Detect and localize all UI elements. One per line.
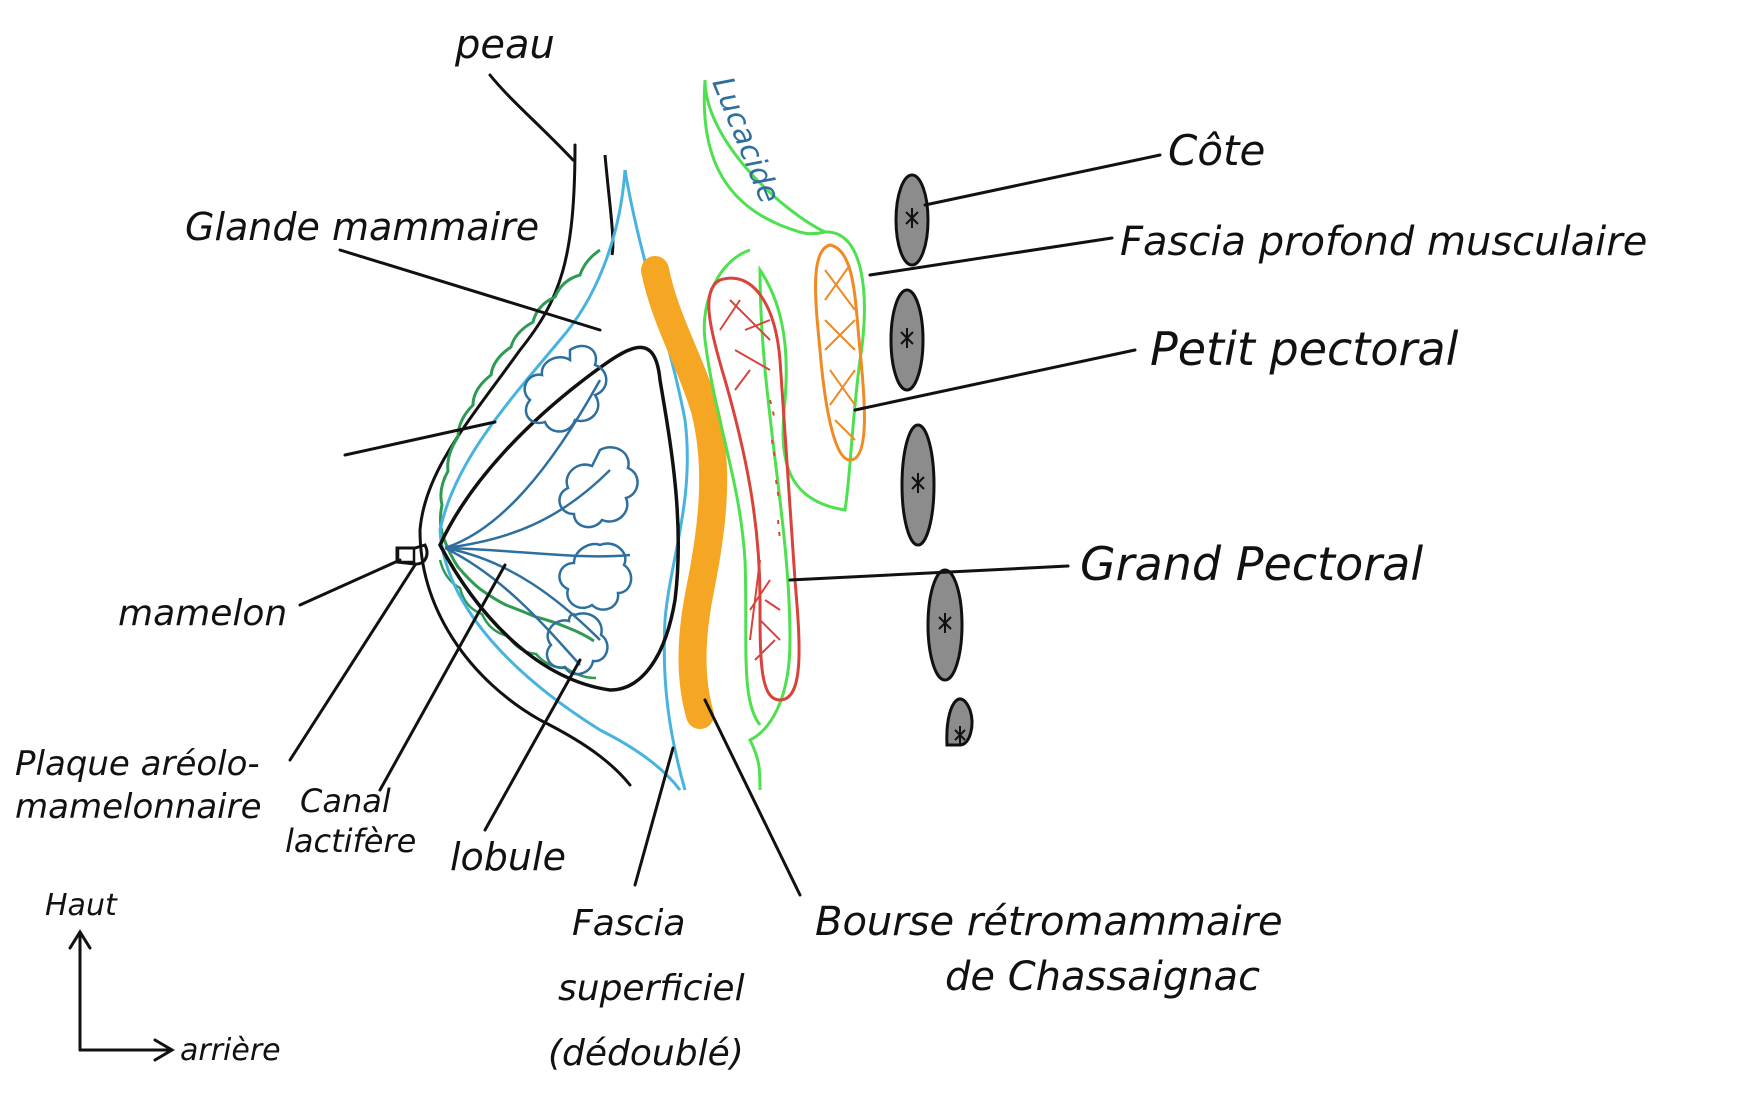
label-peau: peau xyxy=(454,22,555,68)
label-bourse-line2: de Chassaignac xyxy=(945,954,1260,1000)
leader-unlabeled xyxy=(345,422,495,455)
leader-lobule xyxy=(485,660,580,830)
arrow-right-arriere xyxy=(80,1040,172,1060)
label-glande-mammaire: Glande mammaire xyxy=(185,205,539,249)
orientation-indicator xyxy=(70,932,172,1060)
label-lobule: lobule xyxy=(450,835,566,879)
pectoralis-minor xyxy=(816,245,865,460)
mammary-gland-outline xyxy=(440,347,678,690)
label-fascia-superficiel-line1: Fascia xyxy=(572,903,685,944)
label-grand-pectoral: Grand Pectoral xyxy=(1080,537,1423,591)
label-canal-line2: lactifère xyxy=(285,822,416,860)
label-lucacide: Lucacide xyxy=(705,72,787,208)
label-fascia-superficiel-line3: (dédoublé) xyxy=(548,1033,744,1074)
leader-peau xyxy=(490,75,573,160)
leader-grand-pectoral xyxy=(790,566,1068,580)
leader-mamelon xyxy=(300,560,400,605)
label-mamelon: mamelon xyxy=(118,593,287,634)
subcutaneous-scallops-inner xyxy=(440,560,596,678)
label-cote: Côte xyxy=(1168,126,1265,175)
leader-plaque xyxy=(290,565,415,760)
label-plaque-line2: mamelonnaire xyxy=(15,787,262,827)
leader-fascia-sup xyxy=(635,748,673,885)
leader-glande xyxy=(340,250,600,330)
label-arriere: arrière xyxy=(180,1033,281,1068)
leader-bourse xyxy=(705,700,800,895)
arrow-up-haut xyxy=(70,932,90,1050)
label-plaque-line1: Plaque aréolo- xyxy=(15,744,260,784)
leader-canal xyxy=(380,565,505,790)
label-bourse-line1: Bourse rétromammaire xyxy=(815,899,1283,945)
label-canal-line1: Canal xyxy=(300,782,391,820)
label-fascia-profond: Fascia profond musculaire xyxy=(1120,219,1647,265)
label-fascia-superficiel-line2: superficiel xyxy=(558,968,745,1009)
label-haut: Haut xyxy=(45,888,118,923)
label-petit-pectoral: Petit pectoral xyxy=(1150,322,1459,376)
leader-cote xyxy=(925,155,1160,205)
